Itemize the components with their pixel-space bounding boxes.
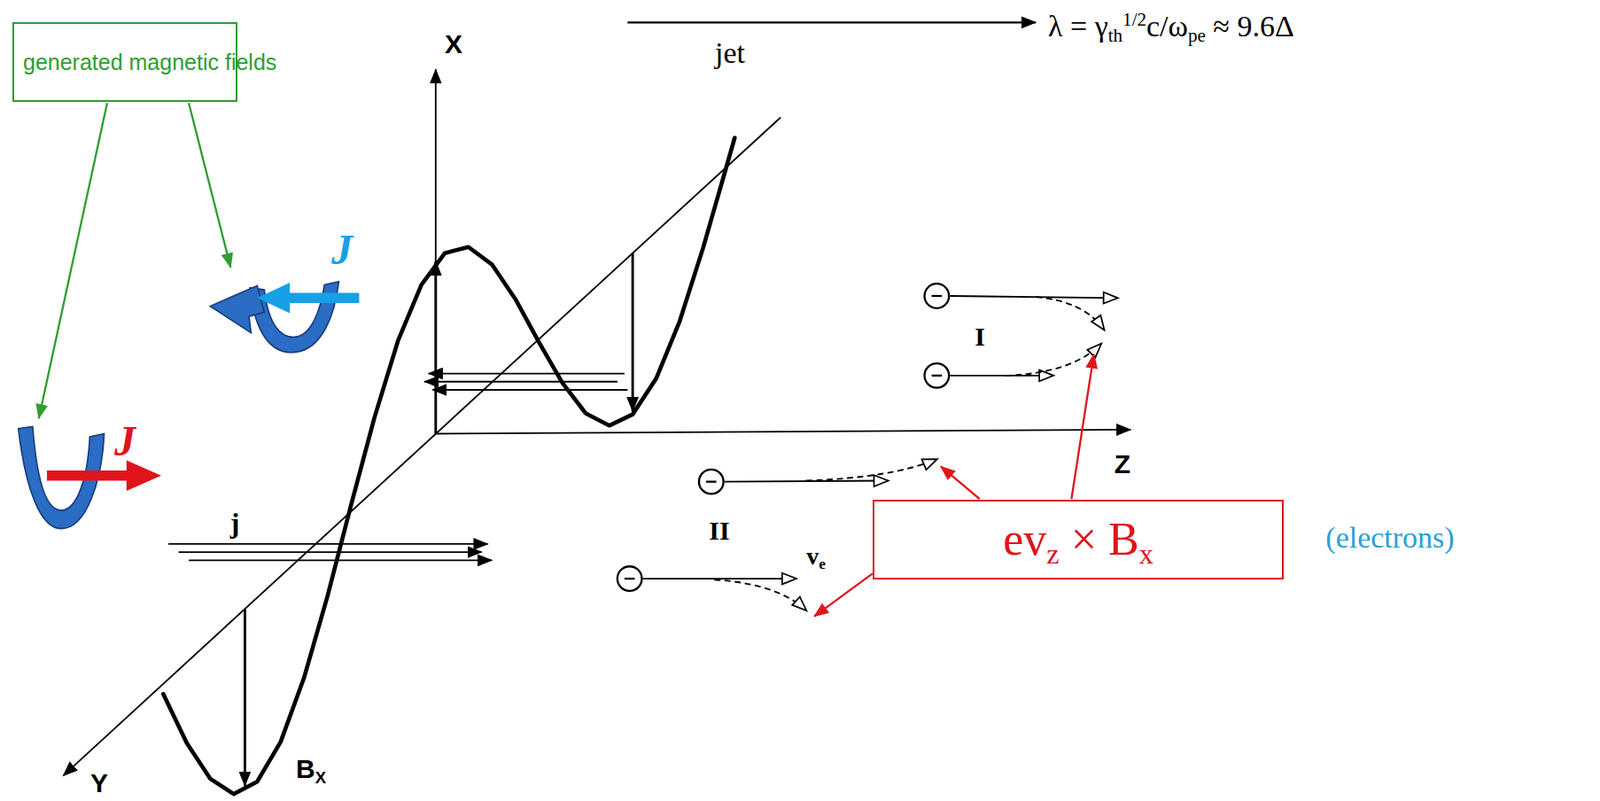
formula-label: λ = γth1/2c/ωpe ≈ 9.6Δ	[1048, 11, 1295, 42]
group-label: I	[974, 323, 986, 350]
leader-line	[38, 102, 108, 419]
velocity-arrow	[643, 577, 797, 580]
electron-symbol	[617, 566, 643, 591]
current-arrow	[428, 372, 625, 375]
minus-sign	[932, 295, 943, 297]
text-part: ≈ 9.6Δ	[1205, 9, 1295, 43]
text-part: e	[818, 555, 826, 573]
text-part: v	[806, 542, 819, 570]
deflected-path	[1035, 296, 1104, 330]
text-part: J	[114, 417, 136, 465]
callout-box: generated magnetic fields	[12, 22, 238, 102]
minus-sign	[706, 480, 717, 482]
field-wave	[163, 137, 735, 794]
text-part: J	[331, 225, 353, 273]
minus-sign	[624, 577, 636, 580]
text-part: generated magnetic fields	[23, 49, 277, 75]
text-part: Z	[1114, 449, 1131, 479]
text-part: II	[708, 515, 730, 545]
velocity-arrow	[724, 480, 888, 482]
text-part: Y	[90, 768, 109, 798]
text-part: λ = γ	[1048, 9, 1109, 43]
field-vector	[243, 609, 247, 786]
current-label: j	[230, 508, 241, 537]
arrow-head	[256, 282, 290, 314]
text-part: ev	[1002, 513, 1047, 565]
text-part: × B	[1059, 513, 1140, 565]
velocity-arrow	[949, 374, 1053, 377]
text-part: j	[230, 506, 241, 539]
current-label: J	[114, 419, 136, 463]
text-part: c/ω	[1146, 9, 1189, 43]
current-arrow	[432, 388, 628, 391]
pointer-arrow	[814, 573, 873, 616]
text-part: B	[295, 753, 316, 784]
electron-symbol	[699, 469, 724, 495]
figure	[18, 22, 1131, 794]
y-axis	[62, 116, 781, 776]
velocity-arrow	[949, 295, 1118, 298]
axis-label: Z	[1114, 450, 1131, 478]
arrow-head	[126, 459, 162, 491]
field-label: BX	[295, 755, 327, 783]
text-part: x	[1139, 537, 1154, 570]
electron-symbol	[924, 283, 950, 309]
deflected-path	[1005, 343, 1102, 376]
jet-label: jet	[714, 38, 746, 69]
current-arrow	[188, 559, 492, 561]
electron-symbol	[924, 363, 950, 389]
pointer-arrow	[940, 466, 980, 499]
text-part: X	[315, 768, 327, 787]
jet-arrow	[627, 21, 1036, 24]
pointer-arrow	[1071, 354, 1094, 500]
field-vector	[434, 261, 437, 435]
text-part: z	[1046, 537, 1059, 570]
group-label: II	[708, 517, 730, 544]
box-text: evz × Bx	[1002, 512, 1154, 567]
text-part: 1/2	[1122, 8, 1147, 31]
text-part: th	[1108, 24, 1123, 47]
current-arrow	[424, 380, 618, 383]
text-part: (electrons)	[1325, 520, 1454, 554]
z-axis	[435, 429, 1131, 435]
deflected-path	[714, 579, 807, 611]
current-arrow	[286, 293, 360, 304]
deflected-path	[806, 458, 937, 481]
minus-sign	[932, 374, 943, 377]
current-arrow	[46, 470, 131, 482]
leader-line	[188, 102, 231, 267]
axis-label: X	[444, 31, 463, 58]
current-arrow	[168, 543, 489, 545]
axis-label: Y	[90, 769, 109, 797]
x-axis	[434, 69, 437, 434]
velocity-label: ve	[806, 543, 826, 569]
field-loop	[249, 281, 339, 353]
formula-box: evz × Bx	[872, 499, 1284, 580]
text-part: I	[974, 321, 986, 351]
text-part: jet	[714, 36, 746, 70]
note-label: (electrons)	[1325, 522, 1454, 553]
field-vector	[631, 253, 635, 412]
current-arrow	[178, 551, 482, 553]
text-part: X	[444, 29, 463, 59]
field-loop-head	[209, 286, 265, 334]
text-part: pe	[1188, 24, 1206, 47]
box-text: generated magnetic fields	[23, 49, 201, 76]
current-label: J	[331, 228, 353, 272]
